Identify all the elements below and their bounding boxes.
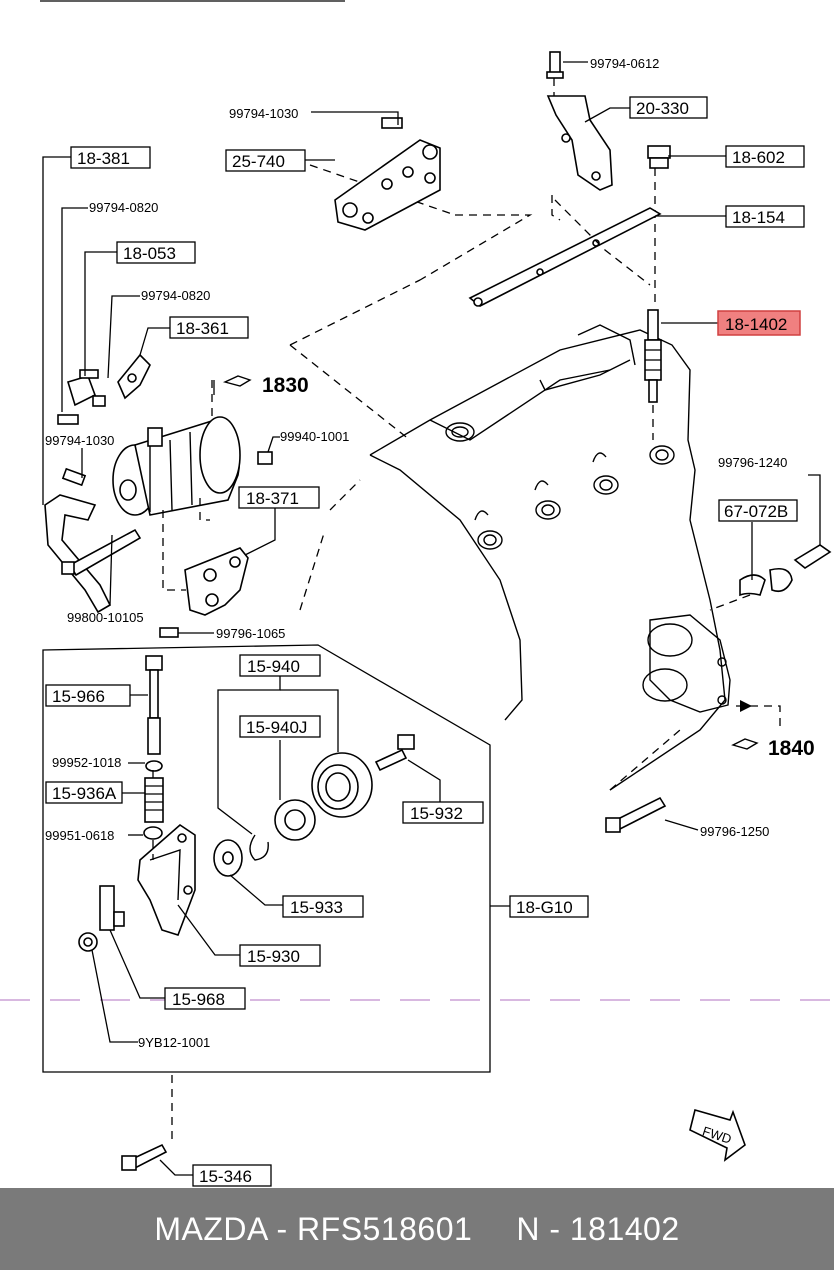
bolt-99796-1240 xyxy=(793,544,832,569)
label-18-371: 18-371 xyxy=(246,489,299,508)
glow-plug-part xyxy=(644,309,662,403)
label-18-361: 18-361 xyxy=(176,319,229,338)
snap-ring xyxy=(249,834,269,861)
label-99952-1018: 99952-1018 xyxy=(52,755,121,770)
label-99796-1065: 99796-1065 xyxy=(216,626,285,641)
bracket-18-371 xyxy=(184,547,249,616)
bracket-25-740 xyxy=(334,117,441,231)
label-15-933: 15-933 xyxy=(290,898,343,917)
bracket-18-361 xyxy=(117,353,151,400)
bolt-99794-1030-a xyxy=(57,414,79,425)
label-18-053: 18-053 xyxy=(123,244,176,263)
bracket-20-330 xyxy=(546,51,613,191)
leader-lines xyxy=(42,61,821,1176)
washer-15-933 xyxy=(213,839,243,877)
bolt-99794-0820-a xyxy=(79,369,99,379)
washer-99951-0618 xyxy=(143,826,163,840)
bolt-99800-10105 xyxy=(61,528,142,577)
label-99794-0612: 99794-0612 xyxy=(590,56,659,71)
label-15-346: 15-346 xyxy=(199,1167,252,1186)
label-15-930: 15-930 xyxy=(247,947,300,966)
label-15-968: 15-968 xyxy=(172,990,225,1009)
housing-15-930 xyxy=(137,823,196,936)
clip-67-072B xyxy=(739,567,793,597)
label-99796-1240: 99796-1240 xyxy=(718,455,787,470)
plunger-15-966 xyxy=(145,655,163,755)
label-18-602: 18-602 xyxy=(732,148,785,167)
label-99951-0618: 99951-0618 xyxy=(45,828,114,843)
label-18-1402: 18-1402 xyxy=(725,315,787,334)
engine-block xyxy=(369,324,731,791)
label-9YB12-1001: 9YB12-1001 xyxy=(138,1035,210,1050)
fwd-arrow-icon: FWD xyxy=(689,1109,746,1162)
bearing-15-940J xyxy=(274,799,316,841)
footer-bar: MAZDA - RFS518601 N - 181402 xyxy=(0,1188,834,1270)
label-99940-1001: 99940-1001 xyxy=(280,429,349,444)
footer-brand-part: MAZDA - RFS518601 xyxy=(154,1210,473,1247)
highlight-18-1402 xyxy=(717,310,801,336)
label-99794-1030-top: 99794-1030 xyxy=(229,106,298,121)
label-99800-10105: 99800-10105 xyxy=(67,610,144,625)
spring-15-936A xyxy=(144,777,164,823)
label-18-154: 18-154 xyxy=(732,208,785,227)
nut-9YB12-1001 xyxy=(78,932,98,952)
label-15-966: 15-966 xyxy=(52,687,105,706)
label-67-072B: 67-072B xyxy=(724,502,788,521)
label-1840: 1840 xyxy=(768,737,815,760)
pulley-15-940 xyxy=(311,752,373,818)
bolt-99940-1001 xyxy=(257,451,273,465)
bolt-99794-1030-b xyxy=(61,467,87,487)
label-15-936A: 15-936A xyxy=(52,784,117,803)
bracket-18-053 xyxy=(67,375,106,407)
parts-diagram: FWD xyxy=(0,0,834,1187)
nut-18-602 xyxy=(647,145,671,169)
label-99794-0820-b: 99794-0820 xyxy=(141,288,210,303)
label-1830: 1830 xyxy=(262,374,309,397)
label-20-330: 20-330 xyxy=(636,99,689,118)
label-15-932: 15-932 xyxy=(410,804,463,823)
label-15-940J: 15-940J xyxy=(246,718,307,737)
label-99794-0820-a: 99794-0820 xyxy=(89,200,158,215)
footer-part-number: N - 181402 xyxy=(516,1210,680,1247)
washer-99952-1018 xyxy=(145,760,163,772)
bolt-15-346 xyxy=(121,1143,168,1171)
alternator xyxy=(112,416,241,516)
label-15-940: 15-940 xyxy=(247,657,300,676)
bolt-99796-1065 xyxy=(159,627,179,638)
label-18-G10: 18-G10 xyxy=(516,898,573,917)
label-18-381: 18-381 xyxy=(77,149,130,168)
lead-bar-18-154 xyxy=(468,207,662,307)
bolt-15-932 xyxy=(374,734,415,772)
label-99794-1030-b: 99794-1030 xyxy=(45,433,114,448)
sensor-15-968 xyxy=(99,885,125,931)
label-25-740: 25-740 xyxy=(232,152,285,171)
bolt-99796-1250 xyxy=(605,796,667,833)
label-99796-1250: 99796-1250 xyxy=(700,824,769,839)
